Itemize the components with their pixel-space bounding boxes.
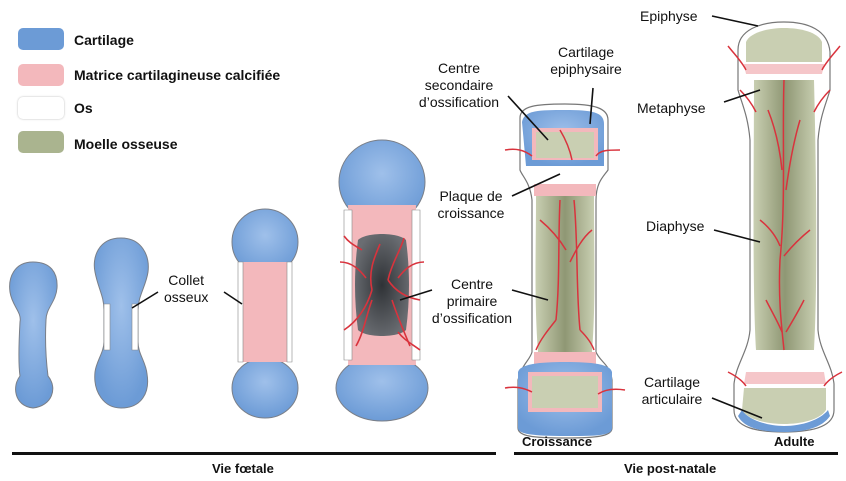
stage-3-calcified-matrix xyxy=(232,209,298,418)
label-collet-osseux: Collet osseux xyxy=(164,272,208,306)
adult-bone xyxy=(728,22,842,432)
label-cartilage-articulaire: Cartilage articulaire xyxy=(632,374,712,408)
stage-4-primary-center xyxy=(336,140,428,421)
period-line-post-natale xyxy=(514,452,838,455)
period-label-post-natale: Vie post-natale xyxy=(624,460,716,477)
stage-1-cartilage-model xyxy=(10,262,57,408)
label-metaphyse: Metaphyse xyxy=(637,100,705,117)
label-plaque-croissance: Plaque de croissance xyxy=(430,188,512,222)
stage-label-croissance: Croissance xyxy=(522,433,592,450)
stage-2-bone-collar xyxy=(94,238,148,408)
label-diaphyse: Diaphyse xyxy=(646,218,704,235)
label-centre-primaire: Centre primaire d’ossification xyxy=(422,276,522,327)
period-line-foetale xyxy=(12,452,496,455)
label-epiphyse: Epiphyse xyxy=(640,8,698,25)
growth-bone xyxy=(505,104,625,438)
label-centre-secondaire: Centre secondaire d’ossification xyxy=(412,60,506,111)
stage-label-adulte: Adulte xyxy=(774,433,814,450)
period-label-foetale: Vie fœtale xyxy=(212,460,274,477)
label-cartilage-epiphysaire: Cartilage epiphysaire xyxy=(536,44,636,78)
